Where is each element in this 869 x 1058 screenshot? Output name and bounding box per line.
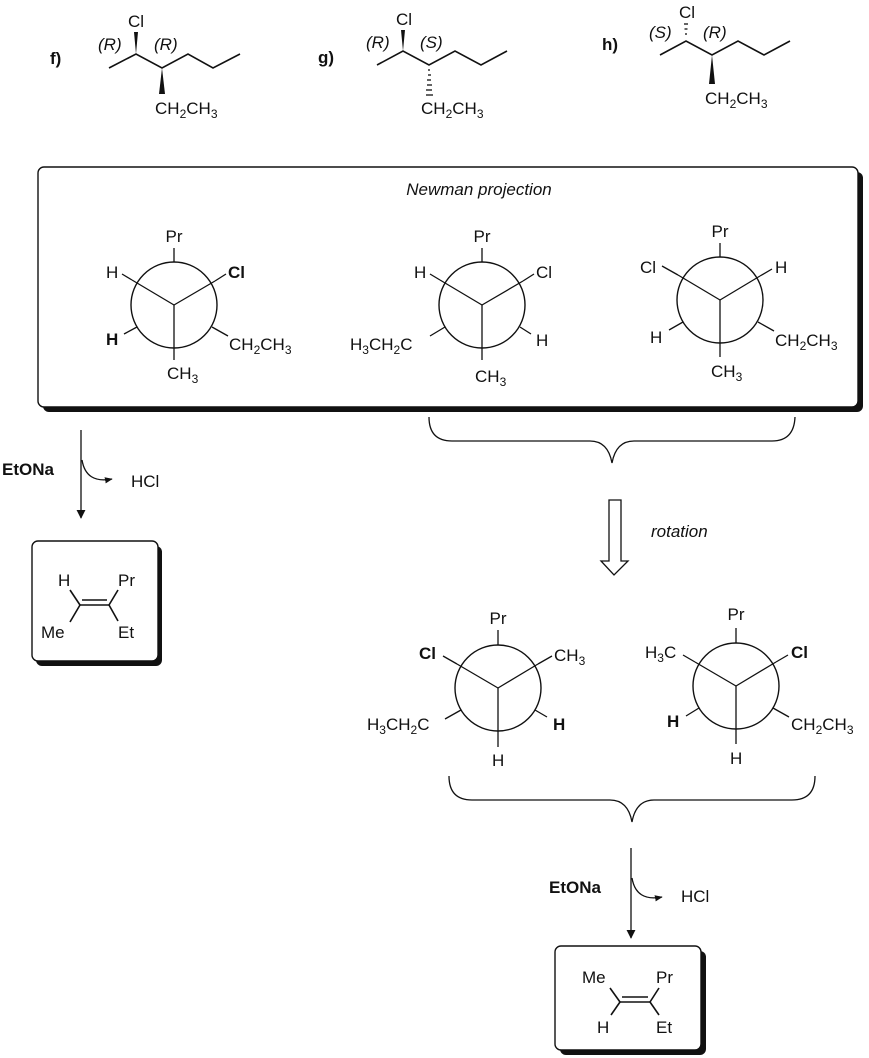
product-box-right: Me Pr H Et	[554, 945, 706, 1055]
front-lower-left-label: H	[106, 330, 118, 349]
hashed-bond	[426, 69, 433, 96]
back-upper-left-label: Cl	[640, 258, 656, 277]
byproduct-label: HCl	[131, 472, 159, 491]
back-upper-right-label: Cl	[536, 263, 552, 282]
carbon-chain	[659, 40, 791, 56]
ethyl-label: CH2CH3	[705, 89, 768, 111]
alkene-lower-left: H	[597, 1018, 609, 1037]
structure-f: f) (R) (R) Cl CH2CH3	[50, 12, 241, 121]
newman-projection-3: Pr Cl H H CH2CH3 CH3	[640, 222, 838, 384]
stereo-descriptor: (R)	[98, 35, 122, 54]
wedge-bond	[134, 32, 138, 54]
rotated-newman-1: Pr Cl CH3 H3CH2C H H	[367, 609, 586, 770]
structure-h: h) (S) (R) Cl CH2CH3	[602, 3, 791, 111]
grouping-brace-top	[428, 416, 796, 464]
back-upper-left-label: H	[414, 263, 426, 282]
alkene-upper-left: H	[58, 571, 70, 590]
front-top-label: Pr	[474, 227, 491, 246]
back-bottom-label: CH3	[711, 362, 743, 384]
structure-label: f)	[50, 49, 61, 68]
byproduct-arrow	[631, 877, 663, 902]
alkene-lower-right: Et	[118, 623, 134, 642]
grouping-brace-bottom	[448, 775, 816, 823]
front-top-label: Pr	[490, 609, 507, 628]
rotation-label: rotation	[651, 522, 708, 541]
hashed-bond	[684, 23, 688, 35]
chlorine-label: Cl	[679, 3, 695, 22]
front-lower-left-label: H	[650, 328, 662, 347]
back-upper-right-label: Cl	[228, 263, 245, 282]
right-elimination-path: EtONa HCl Me Pr H Et	[549, 848, 709, 1055]
back-upper-left-label: H	[106, 263, 118, 282]
wedge-bond	[159, 68, 165, 94]
carbon-chain	[108, 53, 241, 69]
stereo-descriptor: (S)	[420, 33, 443, 52]
byproduct-arrow	[81, 459, 113, 484]
front-top-label: Pr	[712, 222, 729, 241]
bottom-label: H	[492, 751, 504, 770]
stereo-descriptor: (S)	[649, 23, 672, 42]
lower-left-label: H	[667, 712, 679, 731]
upper-right-label: Cl	[791, 643, 808, 662]
lower-right-label: H	[553, 715, 565, 734]
front-top-label: Pr	[166, 227, 183, 246]
rotation-arrow: rotation	[599, 499, 708, 576]
stereo-descriptor: (R)	[154, 35, 178, 54]
carbon-chain	[376, 50, 508, 66]
left-elimination-path: EtONa HCl H Pr Me Et	[2, 430, 162, 666]
product-box-left: H Pr Me Et	[31, 540, 162, 666]
byproduct-label: HCl	[681, 887, 709, 906]
alkene-upper-left: Me	[582, 968, 606, 987]
lower-right-label: CH2CH3	[791, 715, 854, 737]
newman-projection-box: Newman projection Pr H Cl H CH2CH3 CH3	[37, 166, 863, 412]
reagent-label: EtONa	[549, 878, 602, 897]
back-lower-right-label: CH2CH3	[775, 331, 838, 353]
structure-label: g)	[318, 48, 334, 67]
upper-left-label: H3C	[645, 643, 676, 665]
ethyl-label: CH2CH3	[155, 99, 218, 121]
reagent-label: EtONa	[2, 460, 55, 479]
structure-label: h)	[602, 35, 618, 54]
ethyl-label: CH2CH3	[421, 99, 484, 121]
front-lower-right-label: H	[536, 331, 548, 350]
upper-left-label: Cl	[419, 644, 436, 663]
alkene-upper-right: Pr	[118, 571, 135, 590]
alkene-lower-left: Me	[41, 623, 65, 642]
wedge-bond	[401, 30, 405, 51]
rotated-newman-2: Pr H3C Cl H CH2CH3 H	[645, 605, 854, 768]
bottom-label: H	[730, 749, 742, 768]
front-top-label: Pr	[728, 605, 745, 624]
chlorine-label: Cl	[128, 12, 144, 31]
back-bottom-label: CH3	[475, 367, 507, 389]
back-bottom-label: CH3	[167, 364, 199, 386]
lower-left-label: H3CH2C	[367, 715, 430, 737]
newman-projection-1: Pr H Cl H CH2CH3 CH3	[106, 227, 292, 386]
chlorine-label: Cl	[396, 10, 412, 29]
stereo-descriptor: (R)	[366, 33, 390, 52]
alkene-upper-right: Pr	[656, 968, 673, 987]
wedge-bond	[709, 55, 715, 84]
structure-g: g) (R) (S) Cl CH2CH3	[318, 10, 508, 121]
front-lower-left-label: H3CH2C	[350, 335, 413, 357]
stereo-descriptor: (R)	[703, 23, 727, 42]
front-upper-right-label: H	[775, 258, 787, 277]
upper-right-label: CH3	[554, 646, 586, 668]
front-lower-right-label: CH2CH3	[229, 335, 292, 357]
newman-projection-2: Pr H Cl H3CH2C H CH3	[350, 227, 552, 389]
alkene-lower-right: Et	[656, 1018, 672, 1037]
newman-box-title: Newman projection	[406, 180, 552, 199]
